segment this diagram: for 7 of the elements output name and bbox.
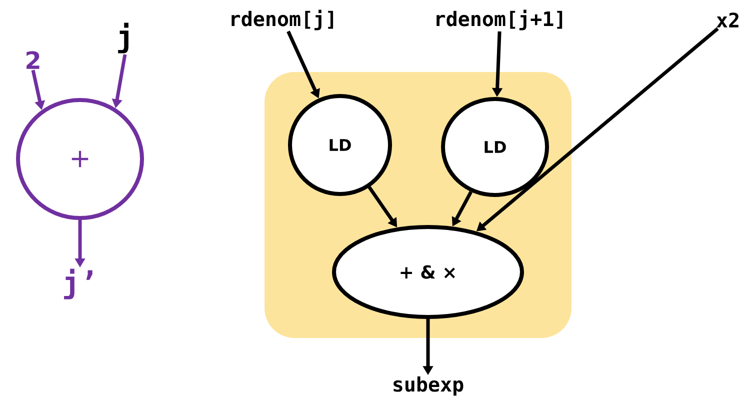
input-label: 2 xyxy=(26,51,40,69)
output-label: subexp xyxy=(394,376,464,396)
input-label: x2 xyxy=(716,12,738,28)
input-label: rdenom[j+1] xyxy=(436,10,562,30)
input-label: j xyxy=(118,22,128,54)
input-label: rdenom[j] xyxy=(232,10,334,30)
output-label: j’ xyxy=(64,268,92,300)
